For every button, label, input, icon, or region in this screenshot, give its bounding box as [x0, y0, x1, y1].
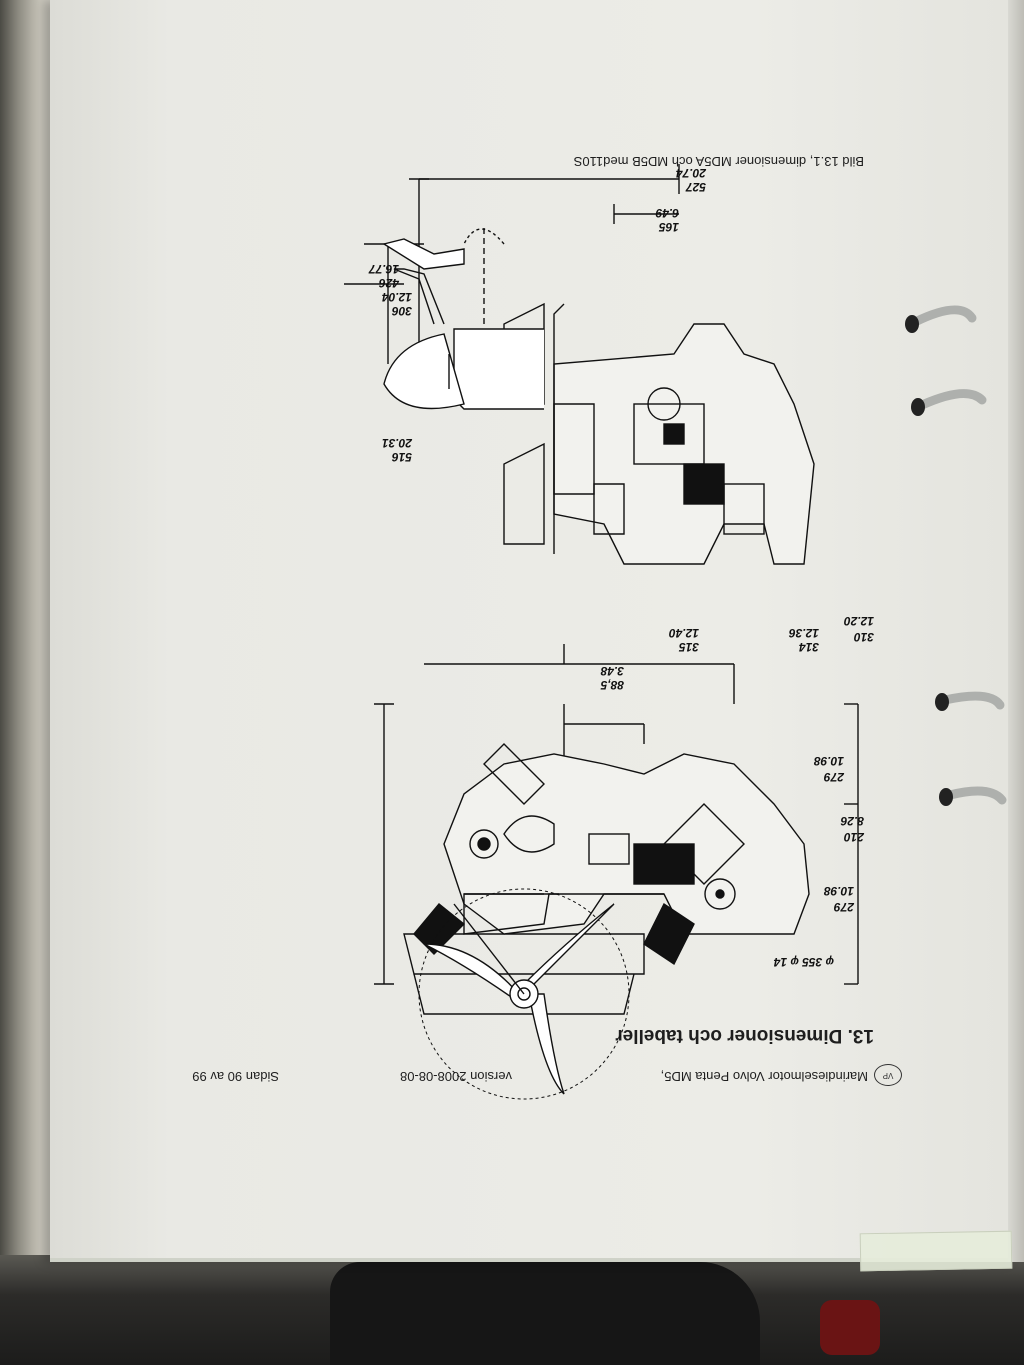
dim-label: 8.26: [840, 814, 864, 828]
dim-label: 306: [391, 304, 412, 318]
dim-label: 12.20: [843, 614, 874, 628]
document-page: [50, 0, 1015, 1262]
binder-ring: [905, 305, 977, 333]
dim-label: 3.48: [600, 664, 624, 678]
dim-label: 12.04: [381, 290, 412, 304]
page-edge: [1008, 0, 1024, 1262]
dim-label: 210: [843, 830, 864, 844]
dim-label: 426: [378, 276, 399, 290]
dim-label: 12.36: [788, 626, 819, 640]
dim-label: 10.98: [823, 884, 854, 898]
side-view-drawing: [344, 164, 815, 565]
dim-label: 88,5: [600, 678, 624, 692]
dim-label: 527: [685, 180, 706, 194]
dim-label: 165: [658, 220, 679, 234]
red-object: [820, 1300, 880, 1355]
dim-label: 315: [678, 640, 699, 654]
dim-label: 279: [823, 770, 844, 784]
binder-ring: [935, 691, 1005, 711]
dim-label: 20.74: [675, 166, 706, 180]
dim-label: 279: [833, 900, 854, 914]
dim-label: 20.31: [381, 436, 412, 450]
dim-label: 6.49: [655, 206, 679, 220]
dark-fabric: [330, 1262, 760, 1365]
front-view-drawing: [374, 644, 859, 1100]
dim-label: 12.40: [668, 626, 699, 640]
dim-label: 10.98: [813, 754, 844, 768]
dim-label: 516: [391, 450, 412, 464]
binder-ring: [911, 389, 987, 416]
dim-label: 314: [798, 640, 819, 654]
dim-label: 16.77: [368, 262, 399, 276]
dim-label: 310: [853, 630, 874, 644]
binder-ring: [939, 786, 1007, 806]
prop-diameter-label: φ 355 φ 14: [773, 955, 834, 969]
